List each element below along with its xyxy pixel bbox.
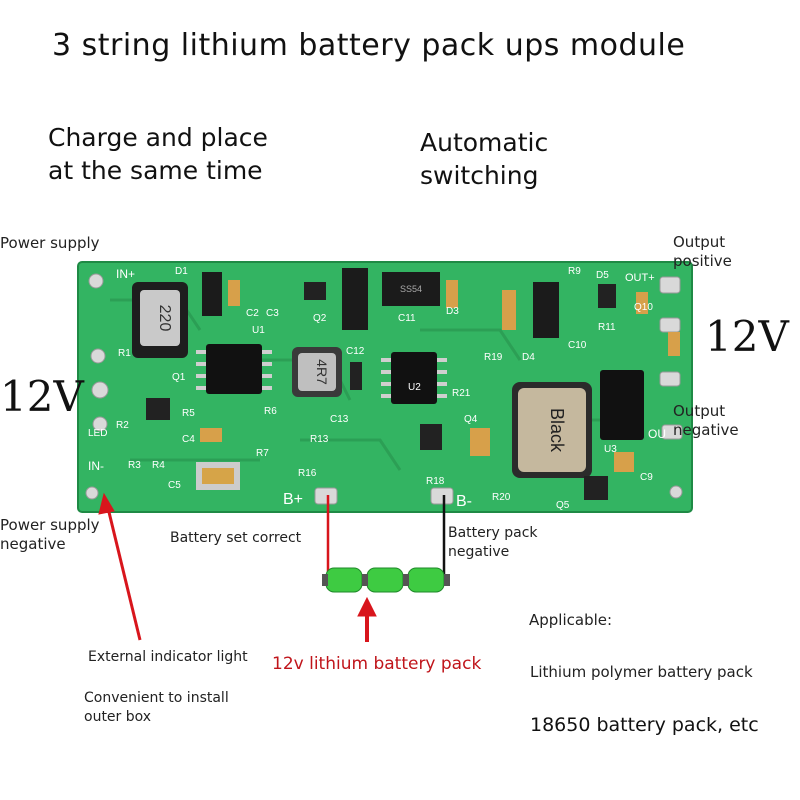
svg-text:C4: C4 [182, 434, 195, 445]
label-app-18650: 18650 battery pack, etc [530, 714, 759, 736]
svg-text:IN-: IN- [88, 459, 104, 473]
svg-text:U2: U2 [408, 382, 421, 393]
label-install: Convenient to install outer box [84, 690, 229, 725]
label-battery-pack: 12v lithium battery pack [272, 654, 482, 674]
label-output-voltage: 12V [705, 312, 789, 361]
ic-u1 [206, 344, 262, 394]
svg-text:R3: R3 [128, 460, 141, 471]
svg-text:C2: C2 [246, 308, 259, 319]
label-output-negative: Output negative [673, 402, 739, 439]
svg-text:D3: D3 [446, 306, 459, 317]
svg-text:R13: R13 [310, 434, 329, 445]
svg-text:C13: C13 [330, 414, 349, 425]
label-applicable: Applicable: [529, 611, 613, 629]
diodes: SS54 [202, 268, 559, 338]
battery-cells [322, 567, 450, 593]
svg-text:C3: C3 [266, 308, 279, 319]
feature-charge: Charge and place at the same time [48, 123, 268, 185]
svg-text:Q2: Q2 [313, 313, 327, 324]
transistors [146, 282, 616, 500]
svg-text:R7: R7 [256, 448, 269, 459]
ic-u2 [391, 352, 437, 404]
svg-text:OUT+: OUT+ [625, 272, 655, 284]
svg-text:C11: C11 [398, 313, 416, 324]
battery-wires [326, 495, 446, 582]
capacitors [196, 280, 680, 490]
svg-text:D1: D1 [175, 266, 188, 277]
svg-text:R18: R18 [426, 476, 445, 487]
svg-text:R1: R1 [118, 348, 131, 359]
label-battery-set-correct: Battery set correct [170, 530, 302, 546]
svg-text:Q10: Q10 [634, 302, 653, 313]
label-output-positive: Output positive [673, 233, 732, 270]
label-input-voltage: 12V [0, 372, 84, 421]
svg-text:Black: Black [547, 408, 567, 453]
svg-text:OU: OU [648, 427, 666, 441]
svg-text:R9: R9 [568, 266, 581, 277]
svg-text:C10: C10 [568, 340, 587, 351]
svg-text:R4: R4 [152, 460, 165, 471]
svg-text:220: 220 [156, 305, 173, 332]
svg-text:SS54: SS54 [400, 284, 422, 294]
pcb-pads [85, 273, 683, 505]
label-power-supply-negative: Power supply negative [0, 516, 100, 553]
svg-text:B-: B- [456, 493, 472, 510]
svg-text:C5: C5 [168, 480, 181, 491]
svg-text:R20: R20 [492, 492, 511, 503]
svg-text:D4: D4 [522, 352, 535, 363]
silkscreen: IN+ IN- OUT+ OU B+ B- LED D1 C2 C3 U1 Q2… [88, 266, 666, 511]
svg-text:R21: R21 [452, 388, 471, 399]
svg-text:C9: C9 [640, 472, 653, 483]
svg-text:B+: B+ [283, 491, 303, 508]
label-indicator-light: External indicator light [88, 649, 248, 665]
svg-text:Q4: Q4 [464, 414, 478, 425]
label-battery-pack-negative: Battery pack negative [448, 525, 538, 560]
red-arrows [98, 492, 377, 642]
feature-switching: Automatic switching [420, 128, 549, 190]
svg-text:R5: R5 [182, 408, 195, 419]
label-power-supply: Power supply [0, 234, 100, 252]
svg-text:Q5: Q5 [556, 500, 570, 511]
svg-text:Q1: Q1 [172, 372, 186, 383]
svg-text:R6: R6 [264, 406, 277, 417]
ic-u3 [600, 370, 644, 440]
svg-text:4R7: 4R7 [314, 359, 330, 385]
svg-text:R16: R16 [298, 468, 317, 479]
svg-text:IN+: IN+ [116, 267, 135, 281]
svg-text:U1: U1 [252, 325, 265, 336]
svg-text:D5: D5 [596, 270, 609, 281]
svg-text:R19: R19 [484, 352, 503, 363]
svg-text:U3: U3 [604, 444, 617, 455]
page-title: 3 string lithium battery pack ups module [52, 28, 686, 63]
svg-text:LED: LED [88, 428, 107, 439]
svg-text:R2: R2 [116, 420, 129, 431]
svg-text:C12: C12 [346, 346, 365, 357]
svg-text:R11: R11 [598, 322, 616, 333]
label-app-lipo: Lithium polymer battery pack [530, 663, 753, 681]
